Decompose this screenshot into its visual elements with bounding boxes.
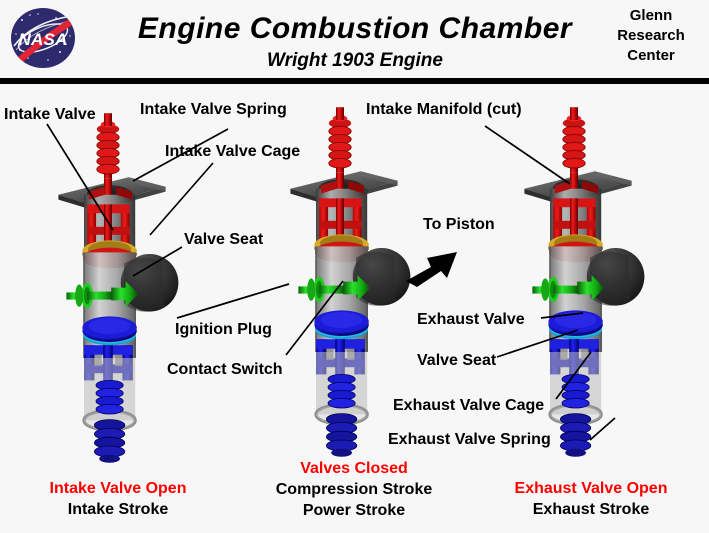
header-divider	[0, 78, 709, 84]
svg-text:NASA: NASA	[19, 30, 68, 49]
caption-middle-state: Valves Closed	[300, 460, 408, 477]
caption-left-state: Intake Valve Open	[49, 480, 187, 497]
caption-middle-stroke-1: Compression Stroke	[275, 481, 433, 498]
center-line-3: Center	[627, 47, 675, 64]
label-intake-valve: Intake Valve	[4, 106, 96, 123]
caption-middle: Valves Closed Compression Stroke Power S…	[236, 458, 472, 521]
label-intake-valve-spring: Intake Valve Spring	[140, 101, 287, 118]
to-piston-arrow	[406, 252, 457, 287]
nasa-logo: NASA	[8, 6, 78, 70]
caption-middle-stroke-2: Power Stroke	[302, 502, 406, 519]
label-intake-valve-cage: Intake Valve Cage	[165, 143, 301, 160]
label-ignition-plug: Ignition Plug	[175, 321, 272, 338]
research-center-label: Glenn Research Center	[597, 6, 705, 66]
page-subtitle: Wright 1903 Engine	[267, 50, 443, 71]
label-exhaust-valve-cage: Exhaust Valve Cage	[393, 397, 545, 414]
leader-lines	[46, 123, 616, 441]
label-to-piston: To Piston	[423, 216, 495, 233]
caption-right: Exhaust Valve Open Exhaust Stroke	[473, 478, 709, 520]
label-exhaust-valve-spring: Exhaust Valve Spring	[388, 431, 551, 448]
page-header: NASA Engine Combustion Chamber Wright 19…	[0, 0, 709, 84]
label-valve-seat-top: Valve Seat	[184, 231, 264, 248]
center-line-2: Research	[617, 27, 685, 44]
label-exhaust-valve: Exhaust Valve	[417, 311, 525, 328]
label-contact-switch: Contact Switch	[167, 361, 283, 378]
caption-right-stroke: Exhaust Stroke	[532, 501, 650, 518]
label-intake-manifold: Intake Manifold (cut)	[366, 101, 522, 118]
page-title: Engine Combustion Chamber	[137, 12, 573, 45]
caption-left-stroke: Intake Stroke	[67, 501, 169, 518]
center-line-1: Glenn	[629, 7, 673, 24]
caption-right-state: Exhaust Valve Open	[514, 480, 668, 497]
caption-left: Intake Valve Open Intake Stroke	[0, 478, 236, 520]
label-valve-seat-bottom: Valve Seat	[417, 352, 497, 369]
